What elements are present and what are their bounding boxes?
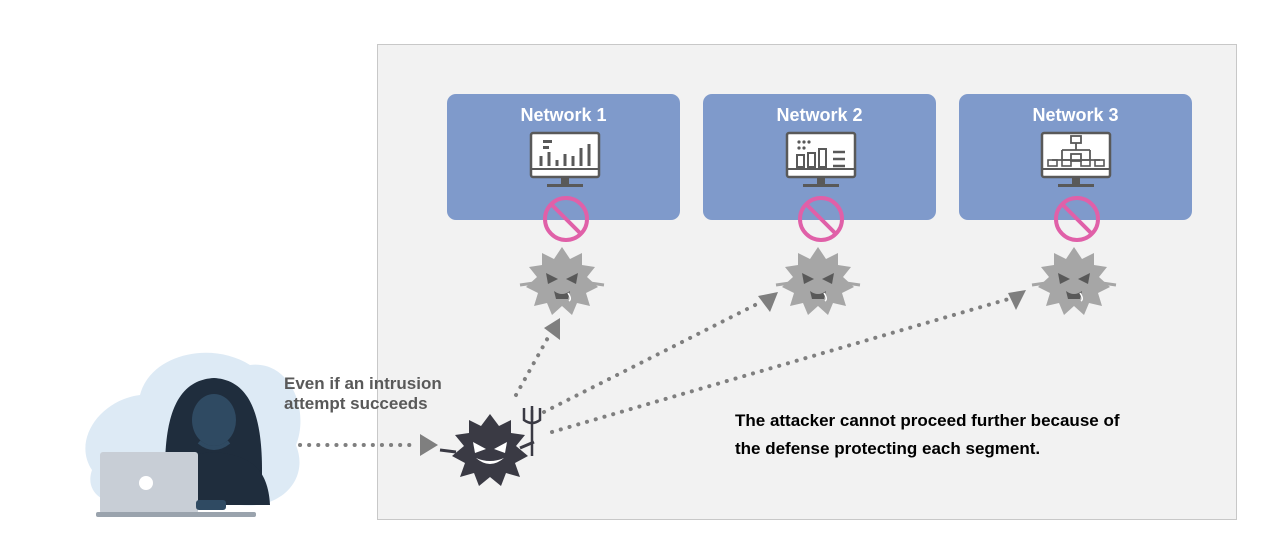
arrow-heads <box>420 290 1026 456</box>
org-chart-monitor-icon <box>1040 131 1112 189</box>
blocked-virus-icon-3 <box>1030 245 1118 317</box>
network-2-title: Network 2 <box>776 105 863 125</box>
network-1-title: Network 1 <box>520 105 607 125</box>
defense-message-line-2: the defense protecting each segment. <box>735 439 1041 458</box>
blocked-icon-2 <box>798 196 844 242</box>
blocked-icon-3 <box>1054 196 1100 242</box>
dashboard-monitor-icon <box>785 131 857 189</box>
defense-message: The attacker cannot proceed further beca… <box>735 407 1120 463</box>
intrusion-label-line-1: Even if an intrusion <box>284 374 442 393</box>
defense-message-line-1: The attacker cannot proceed further beca… <box>735 411 1120 430</box>
bar-chart-monitor-icon <box>529 131 601 189</box>
attack-arrows <box>298 296 1014 447</box>
hacker-icon <box>85 352 301 517</box>
intrusion-label: Even if an intrusion attempt succeeds <box>284 374 442 414</box>
blocked-virus-icon-1 <box>518 245 606 317</box>
blocked-icon-1 <box>543 196 589 242</box>
blocked-virus-icon-2 <box>774 245 862 317</box>
attacker-virus-icon <box>439 406 542 486</box>
network-3-title: Network 3 <box>1032 105 1119 125</box>
intrusion-label-line-2: attempt succeeds <box>284 394 428 413</box>
